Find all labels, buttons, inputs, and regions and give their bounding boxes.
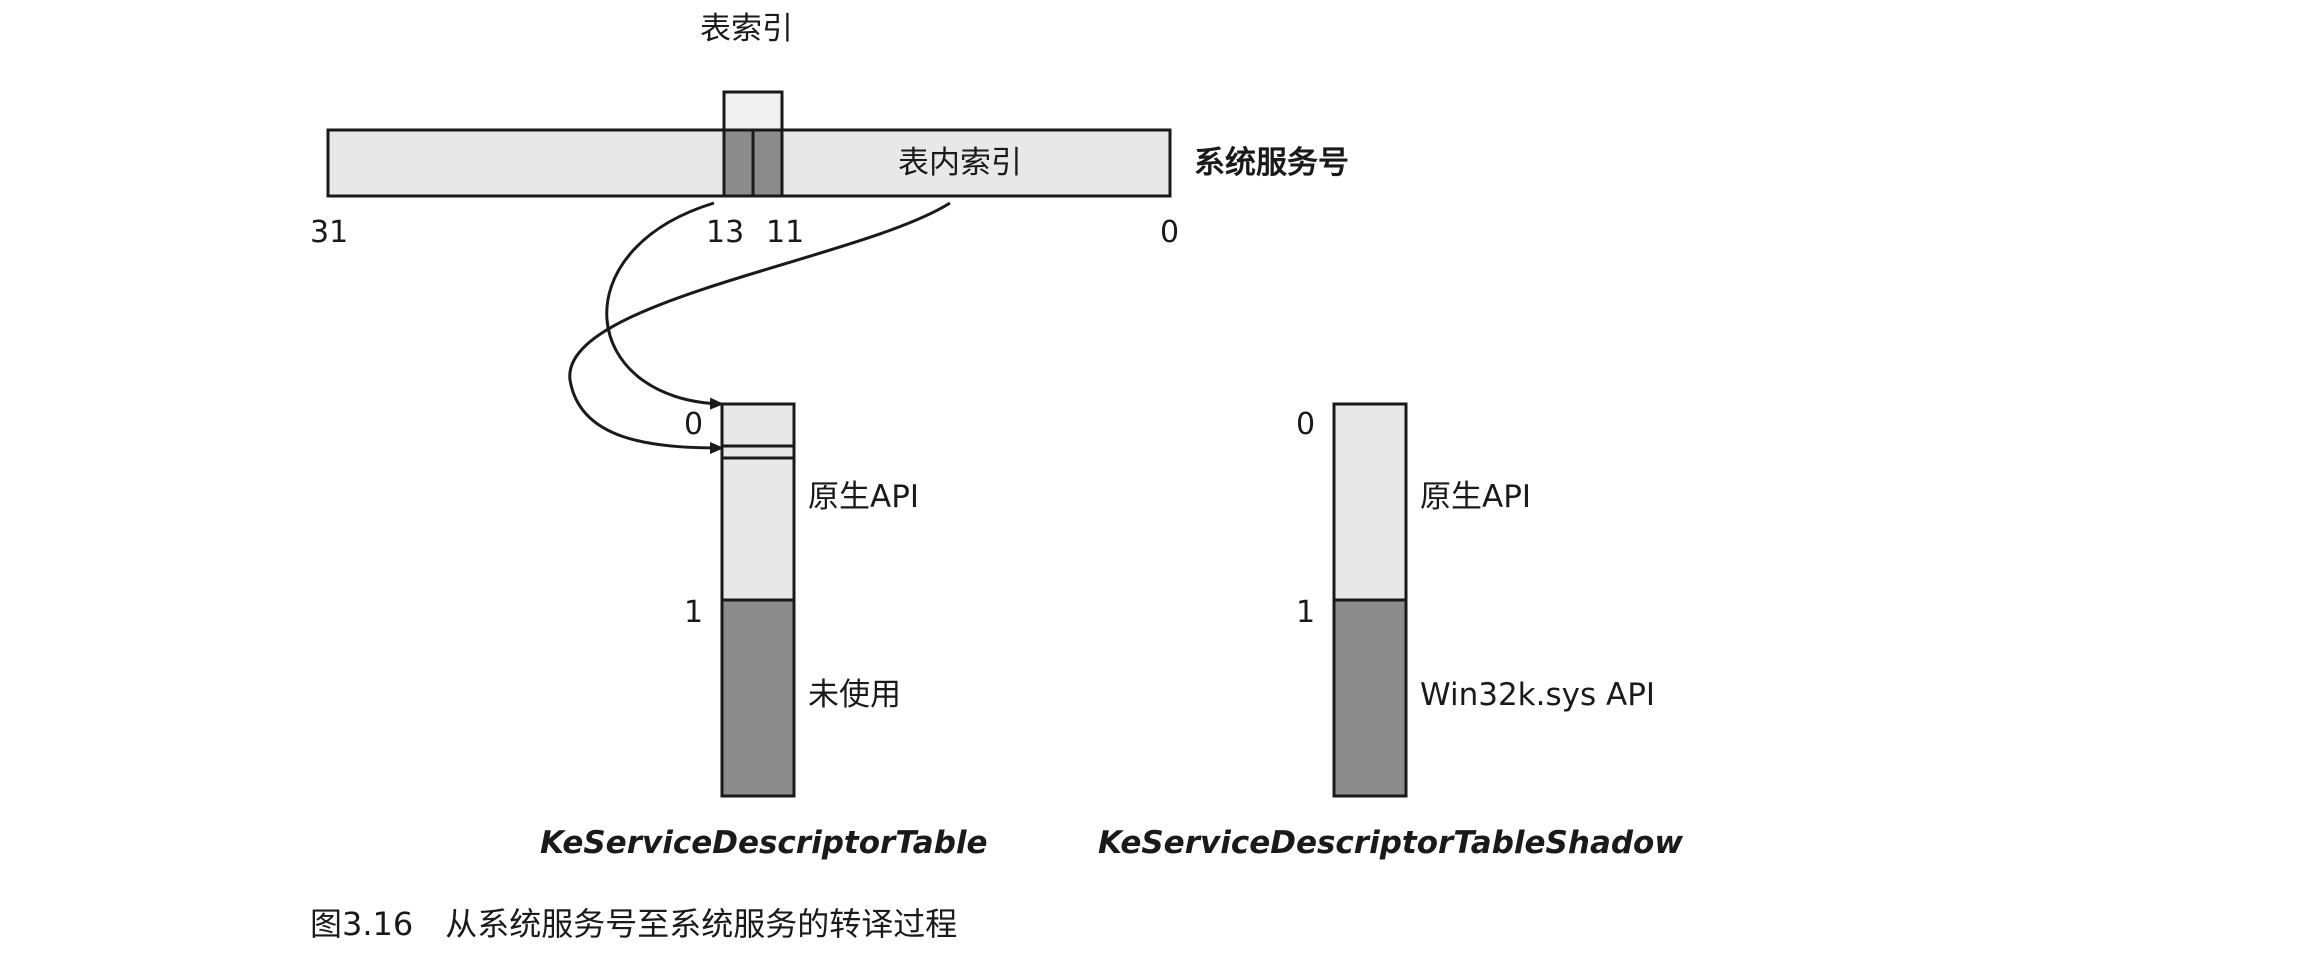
left-table-native-section [720, 402, 796, 602]
left-table-native-label: 原生API [808, 479, 920, 515]
bit-label-13: 13 [706, 215, 745, 250]
arrow-to-table-entry [568, 201, 951, 454]
bit-label-11: 11 [766, 215, 805, 250]
table-index-bit-13 [722, 128, 755, 198]
left-table-unused-section [720, 598, 796, 798]
bit-label-31: 31 [310, 215, 349, 250]
right-table-row-1: 1 [1296, 595, 1316, 630]
right-table-native-label: 原生API [1420, 479, 1532, 515]
figure-caption: 图3.16 从系统服务号至系统服务的转译过程 [310, 905, 958, 943]
right-table-win32k-label: Win32k.sys API [1420, 677, 1656, 713]
bit-label-0: 0 [1160, 215, 1180, 250]
table-index-box [722, 90, 784, 132]
table-index-label: 表索引 [700, 11, 793, 47]
left-table-row-1: 1 [684, 595, 704, 630]
right-table-native-section [1332, 402, 1408, 602]
in-table-index-label: 表内索引 [898, 145, 1022, 181]
right-table-win32k-section [1332, 598, 1408, 798]
left-table-name: KeServiceDescriptorTable [540, 825, 988, 861]
right-table-row-0: 0 [1296, 407, 1316, 442]
left-table-row-0: 0 [684, 407, 704, 442]
left-table-unused-label: 未使用 [808, 677, 901, 713]
arrow-to-table-start [605, 201, 724, 410]
table-index-bit-12 [751, 128, 784, 198]
service-number-label: 系统服务号 [1194, 145, 1349, 181]
right-table-name: KeServiceDescriptorTableShadow [1098, 825, 1683, 861]
